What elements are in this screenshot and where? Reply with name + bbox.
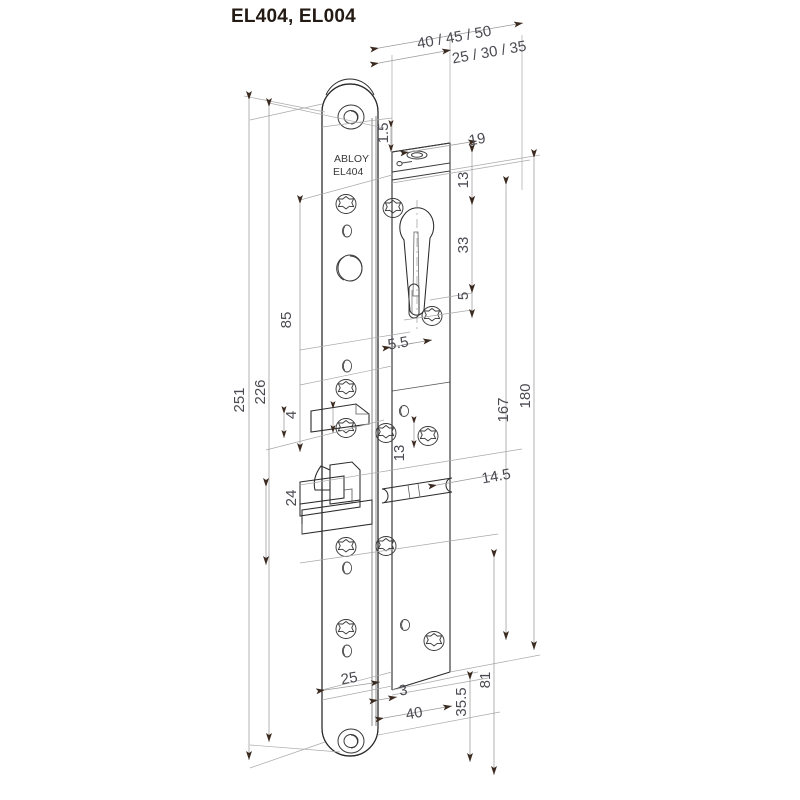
faceplate-small-holes <box>341 224 353 658</box>
dimension-texts: 40 / 45 / 50 25 / 30 / 35 1.5 19 13 33 5… <box>231 23 534 724</box>
latch-bolt <box>310 403 370 433</box>
dim-40: 40 <box>405 704 424 724</box>
dim-85: 85 <box>278 312 295 329</box>
page-title: EL404, EL004 <box>231 6 356 27</box>
faceplate-marking: ABLOY EL404 <box>333 153 369 178</box>
dim-3: 3 <box>398 681 409 699</box>
dim-167: 167 <box>495 397 512 422</box>
dim-81: 81 <box>477 672 494 689</box>
faceplate-edge-lines <box>371 116 377 726</box>
lock-case-body <box>391 142 451 691</box>
faceplate-front-view <box>321 78 379 757</box>
case-bolt-slot <box>381 477 453 504</box>
model-text: EL404 <box>333 166 364 178</box>
brand-text: ABLOY <box>334 153 369 165</box>
dim-180: 180 <box>517 383 534 408</box>
case-oval-slot-upper <box>408 283 420 319</box>
dim-1p5: 1.5 <box>375 123 392 144</box>
dim-14p5: 14.5 <box>480 466 512 488</box>
dim-13-top: 13 <box>455 172 472 189</box>
dim-19: 19 <box>468 130 487 150</box>
dim-33: 33 <box>455 237 472 254</box>
faceplate-top-countersunk-hole <box>337 104 365 130</box>
dim-251: 251 <box>231 387 248 412</box>
dim-5: 5 <box>455 292 472 300</box>
case-small-holes <box>398 405 411 631</box>
dim-25: 25 <box>340 669 359 689</box>
dim-13-mid: 13 <box>391 445 408 462</box>
dim-35p5: 35.5 <box>453 687 470 716</box>
dim-24: 24 <box>283 490 300 507</box>
dead-bolt-assembly <box>299 461 373 535</box>
dimension-lines <box>246 21 537 775</box>
faceplate-cylinder-hole <box>336 254 363 282</box>
dim-226: 226 <box>252 379 269 404</box>
case-torx-screws <box>375 198 445 651</box>
dim-4: 4 <box>283 411 300 419</box>
faceplate-bottom-countersunk-hole <box>337 728 365 754</box>
dim-5p5: 5.5 <box>386 333 409 353</box>
